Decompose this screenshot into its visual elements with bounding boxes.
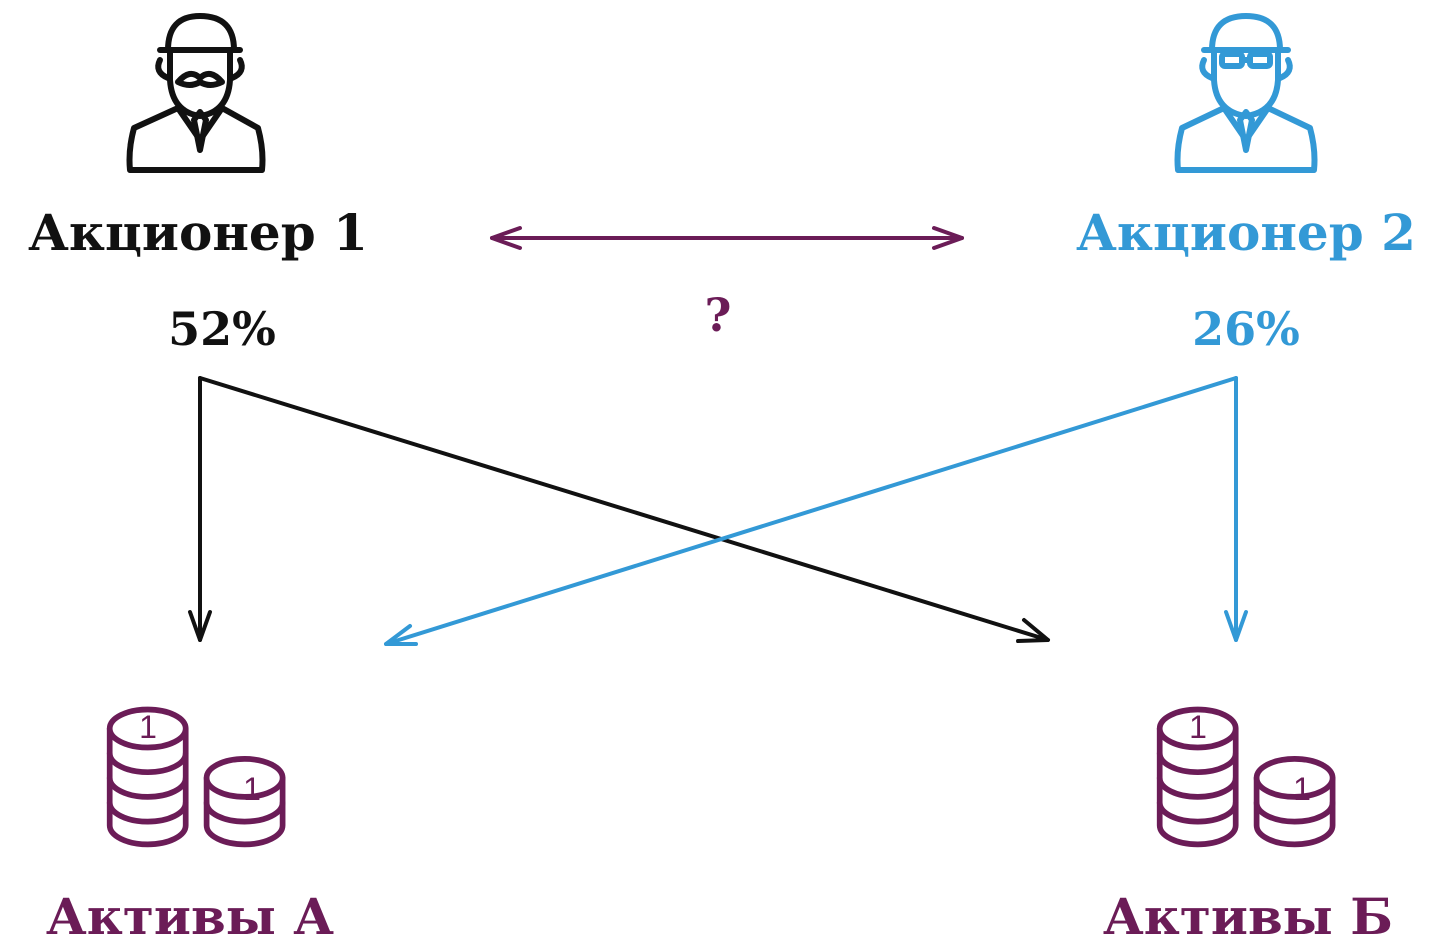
assets-b-title: Активы Б — [1103, 887, 1393, 946]
coin-label-a2: 1 — [243, 771, 261, 807]
shareholder1-name: Акционер 1 — [28, 203, 368, 262]
shareholder1-arrows — [188, 376, 1050, 643]
assets-a-title: Активы А — [46, 887, 334, 946]
coin-label-a1: 1 — [139, 709, 157, 745]
coin-stacks-icon-a: 1 1 — [110, 709, 283, 844]
businessman-glasses-icon — [1174, 13, 1318, 173]
coin-stacks-icon-b: 1 1 — [1160, 709, 1333, 844]
shareholder2-arrows — [384, 376, 1248, 646]
shareholder2-share: 26% — [1192, 302, 1300, 356]
shareholder1-share: 52% — [168, 302, 276, 356]
relation-question: ? — [704, 288, 732, 342]
coin-label-b1: 1 — [1189, 709, 1207, 745]
relation-arrow — [490, 226, 964, 250]
businessman-mustache-icon — [126, 13, 266, 173]
shareholder2-name: Акционер 2 — [1076, 203, 1416, 262]
coin-label-b2: 1 — [1293, 771, 1311, 807]
